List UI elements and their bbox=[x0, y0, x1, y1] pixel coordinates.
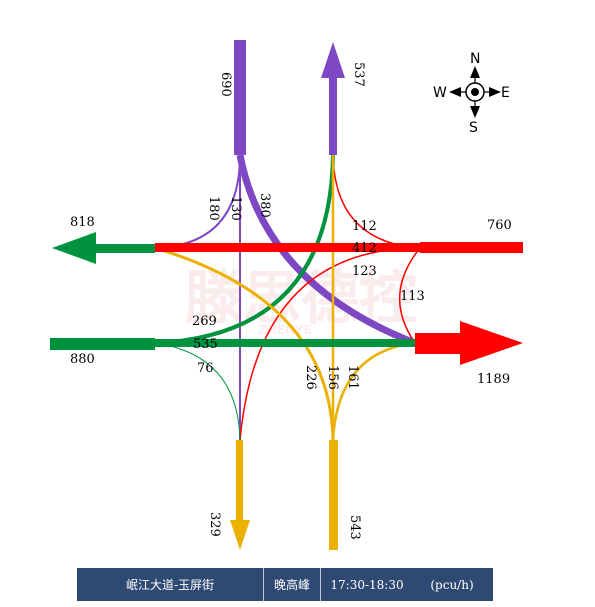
south-out-arrowhead bbox=[230, 520, 250, 550]
west-in-total: 880 bbox=[70, 352, 95, 367]
footer-divider bbox=[320, 568, 321, 601]
north-right-turn-path bbox=[154, 154, 241, 249]
watermark-subtext: ZHENYE bbox=[258, 323, 312, 337]
south-right-turn-path bbox=[331, 341, 416, 441]
north-left-turn-path bbox=[236, 154, 417, 347]
west-through-volume: 535 bbox=[193, 337, 218, 352]
east-left-volume: 123 bbox=[352, 264, 377, 279]
compass-e: E bbox=[501, 85, 510, 101]
north-out-arm bbox=[329, 75, 337, 155]
west-through-band bbox=[155, 339, 415, 347]
west-right-volume: 76 bbox=[197, 361, 214, 376]
east-uturn-path bbox=[398, 247, 421, 344]
north-in-arm bbox=[234, 40, 246, 155]
compass-s: S bbox=[469, 120, 478, 136]
footer-period: 晚高峰 bbox=[273, 578, 310, 592]
west-out-arm bbox=[96, 244, 155, 253]
south-in-arm bbox=[329, 440, 338, 550]
east-in-total: 760 bbox=[487, 218, 512, 233]
south-through-volume: 156 bbox=[325, 365, 340, 390]
north-left-volume: 380 bbox=[257, 193, 272, 218]
south-out-total: 329 bbox=[207, 512, 222, 537]
east-in-arm bbox=[420, 242, 523, 253]
north-right-volume: 180 bbox=[206, 196, 221, 221]
south-in-total: 543 bbox=[347, 515, 362, 540]
east-through-band bbox=[155, 243, 420, 252]
east-out-arm bbox=[415, 333, 465, 354]
east-out-arrowhead bbox=[460, 321, 523, 365]
west-in-arm bbox=[50, 338, 155, 350]
compass-n: N bbox=[470, 51, 480, 67]
west-right-turn-path bbox=[154, 342, 241, 441]
west-out-total: 818 bbox=[70, 215, 95, 230]
east-out-total: 1189 bbox=[477, 372, 510, 387]
north-through-volume: 130 bbox=[228, 196, 243, 221]
west-left-volume: 269 bbox=[192, 314, 217, 329]
west-out-arrowhead bbox=[52, 232, 96, 264]
north-in-total: 690 bbox=[218, 72, 233, 97]
compass-icon: N S W E bbox=[433, 51, 510, 136]
south-right-volume: 161 bbox=[345, 365, 360, 390]
footer-time: 17:30-18:30 bbox=[330, 577, 404, 592]
compass-w: W bbox=[433, 85, 447, 101]
west-left-turn-path bbox=[154, 154, 335, 345]
north-out-total: 537 bbox=[351, 62, 366, 87]
footer-location: 岷江大道-玉屏街 bbox=[125, 578, 215, 592]
east-right-turn-path bbox=[332, 154, 421, 249]
footer-divider bbox=[263, 568, 264, 601]
south-left-turn-path bbox=[154, 246, 335, 441]
south-out-arm bbox=[236, 440, 243, 522]
south-left-volume: 226 bbox=[303, 365, 318, 390]
north-out-arrowhead bbox=[321, 42, 345, 78]
east-right-volume: 112 bbox=[352, 219, 377, 234]
info-footer: 岷江大道-玉屏街 晚高峰 17:30-18:30 (pcu/h) bbox=[77, 568, 493, 601]
east-through-volume: 412 bbox=[352, 241, 377, 256]
east-uturn-volume: 113 bbox=[400, 289, 425, 304]
footer-unit: (pcu/h) bbox=[430, 577, 474, 592]
